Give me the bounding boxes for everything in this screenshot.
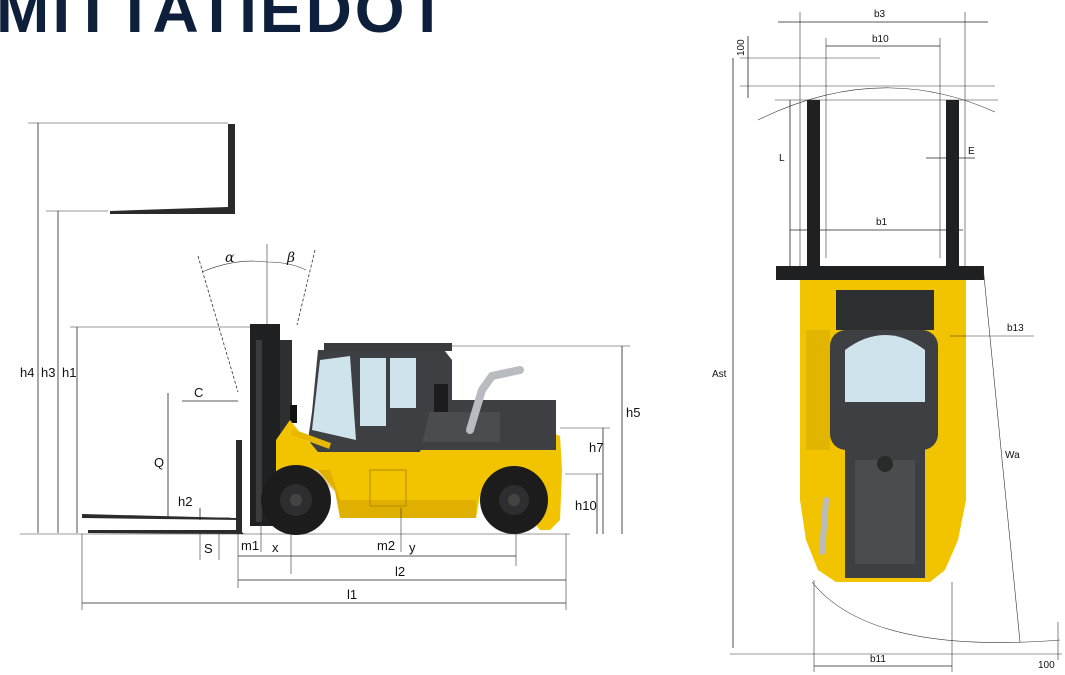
label-b10: b10 [872,34,889,45]
label-S: S [204,541,213,556]
label-h3: h3 [41,365,55,380]
label-m2: m2 [377,538,395,553]
label-h2: h2 [178,494,192,509]
label-E: E [968,146,975,157]
front-wheel [261,465,331,535]
label-l1: l1 [347,587,357,602]
label-Q: Q [154,455,164,470]
label-x: x [272,540,279,555]
truck-body-top [800,280,966,582]
label-b1: b1 [876,217,888,228]
label-Wa: Wa [1005,450,1020,461]
label-L: L [779,153,785,164]
label-beta: β [286,250,295,266]
label-h1: h1 [62,365,76,380]
turning-arc-bottom [811,581,1061,643]
dim-Wa [982,265,1021,643]
turning-arc-top [757,87,996,121]
tilt-cylinder [290,429,332,449]
carriage-top [776,266,984,280]
label-alpha: α [225,250,235,266]
label-b13: b13 [1007,323,1024,334]
label-y: y [409,540,416,555]
label-100-bottom: 100 [1038,660,1055,671]
page-title: MITTATIEDOT [0,0,450,46]
raised-fork [110,124,235,214]
exhaust-pipe [466,366,524,434]
lowered-fork [82,440,244,534]
label-C: C [194,385,203,400]
label-h7: h7 [589,440,603,455]
tilt-forward-line [197,255,239,393]
label-b3: b3 [874,9,886,20]
cab [308,343,452,452]
label-Ast: Ast [712,369,727,380]
label-h4: h4 [20,365,34,380]
tilt-back-line [296,249,316,326]
rear-wheel [480,466,548,534]
side-view: h4 h3 h1 α β C Q h2 S [20,122,640,610]
label-l2: l2 [395,564,405,579]
label-100-top: 100 [736,39,747,56]
label-h10: h10 [575,498,597,513]
top-view: b3 b10 100 L E b1 [712,9,1062,672]
label-m1: m1 [241,538,259,553]
label-b11: b11 [870,654,886,665]
label-h5: h5 [626,405,640,420]
forks-top [807,100,959,268]
